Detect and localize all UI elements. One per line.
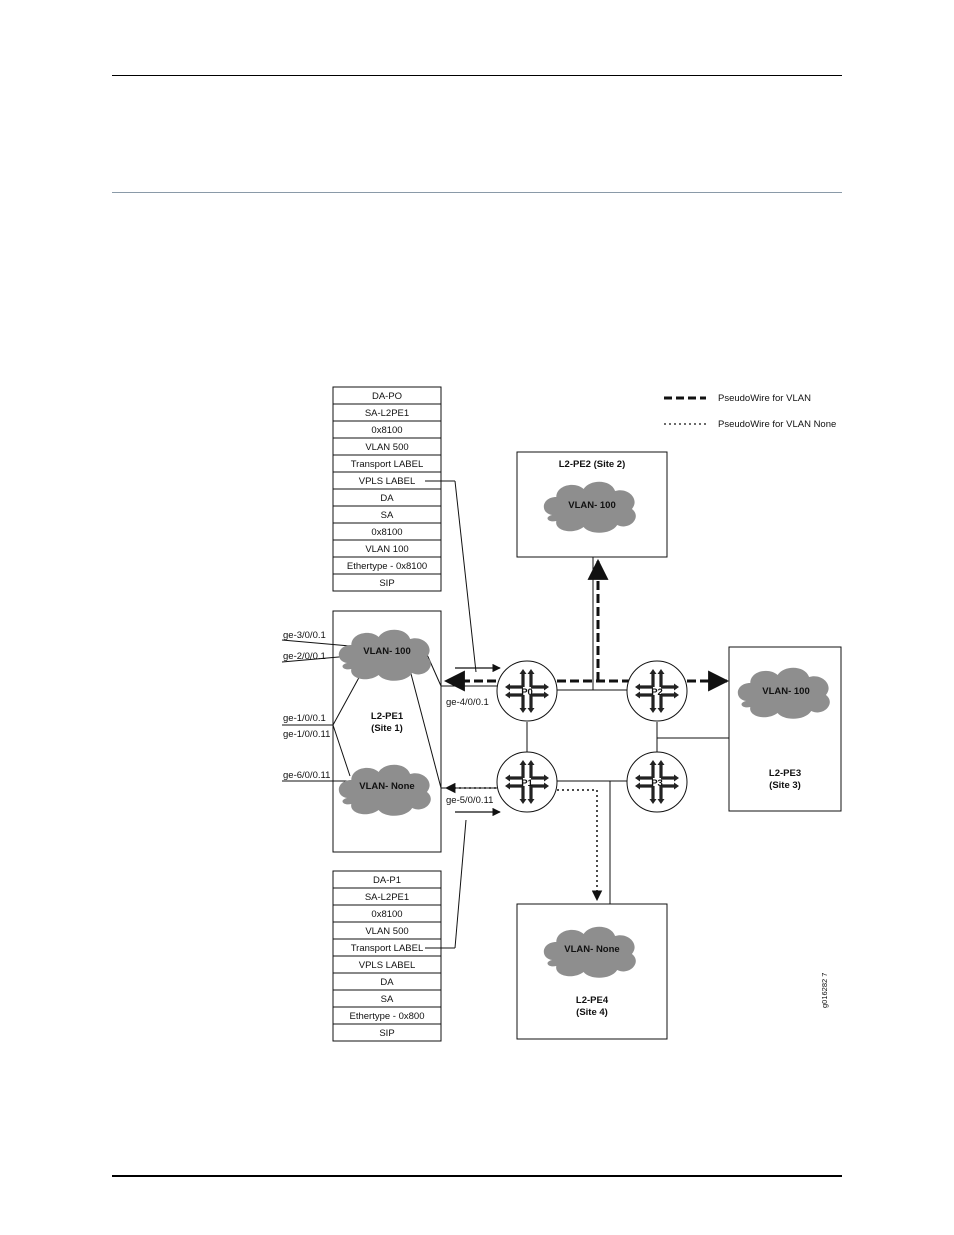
header-cell-label: 0x8100 (371, 527, 402, 538)
pe4-site: (Site 4) (576, 1007, 608, 1018)
pe4-name: L2-PE4 (576, 995, 609, 1006)
header-cell-label: Ethertype - 0x8100 (347, 561, 427, 572)
header-cell: SA-L2PE1 (332, 887, 442, 906)
legend: PseudoWire for VLAN PseudoWire for VLAN … (664, 393, 836, 430)
router-p0: P0 (496, 660, 558, 722)
iface-ge2: ge-2/0/0.1 (283, 651, 326, 662)
header-cell-label: DA-PO (372, 391, 402, 402)
header-cell: Ethertype - 0x800 (332, 1006, 442, 1025)
header-cell: Transport LABEL (332, 938, 442, 957)
router-p3: P3 (626, 751, 688, 813)
line-ge1-to-vlan (332, 671, 363, 726)
pointer-transport-d (454, 819, 467, 949)
header-cell-label: DA-P1 (373, 875, 401, 886)
header-cell-label: SIP (379, 578, 394, 589)
header-cell-label: VLAN 500 (365, 926, 408, 937)
legend-vlan-none-label: PseudoWire for VLAN None (718, 419, 836, 430)
router-p1-label: P1 (521, 778, 533, 789)
header-cell-label: VLAN 500 (365, 442, 408, 453)
line-ge1-to-none (332, 724, 351, 777)
header-cell-label: SA (381, 994, 394, 1005)
header-cell: SIP (332, 573, 442, 592)
pseudowire-vlan-none (444, 782, 603, 902)
header-cell: VLAN 500 (332, 921, 442, 940)
line-vlan-to-none (409, 669, 442, 789)
header-cell: SA (332, 989, 442, 1008)
iface-ge1b: ge-1/0/0.11 (283, 729, 330, 740)
pe4-none-cloud-label: VLAN- None (564, 944, 619, 955)
header-cell-label: VPLS LABEL (359, 960, 416, 971)
pe3-name: L2-PE3 (769, 768, 801, 779)
header-cell: DA (332, 488, 442, 507)
header-cell: VPLS LABEL (332, 471, 442, 490)
header-cell-label: DA (380, 977, 394, 988)
pe1-none-cloud-label: VLAN- None (359, 781, 414, 792)
router-p2: P2 (626, 660, 688, 722)
iface-ge1a: ge-1/0/0.1 (283, 713, 326, 724)
pe2-vlan-cloud-label: VLAN- 100 (568, 500, 616, 511)
pe2-title: L2-PE2 (Site 2) (559, 459, 626, 470)
line-ge3 (281, 639, 351, 647)
header-cell: Transport LABEL (332, 454, 442, 473)
header-cell: 0x8100 (332, 522, 442, 541)
pw-none-to-pe4 (557, 789, 603, 902)
header-cell: SA-L2PE1 (332, 403, 442, 422)
header-cell-label: SIP (379, 1028, 394, 1039)
header-cell-label: SA-L2PE1 (365, 408, 409, 419)
header-cell-label: 0x8100 (371, 909, 402, 920)
pe3-vlan-cloud-label: VLAN- 100 (762, 686, 810, 697)
header-cell-label: VLAN 100 (365, 544, 408, 555)
header-cell: SIP (332, 1023, 442, 1042)
header-cell: VLAN 500 (332, 437, 442, 456)
pe1-name: L2-PE1 (371, 711, 404, 722)
iface-ge3: ge-3/0/0.1 (283, 630, 326, 641)
header-cell: 0x8100 (332, 904, 442, 923)
pe1-site: (Site 1) (371, 723, 403, 734)
line-ge2 (281, 655, 351, 663)
header-cell-label: Transport LABEL (351, 943, 424, 954)
header-cell: DA (332, 972, 442, 991)
legend-vlan-label: PseudoWire for VLAN (718, 393, 811, 404)
header-cell: DA-PO (332, 386, 442, 405)
links (281, 480, 729, 949)
bottom-rule (112, 1175, 842, 1177)
header-cell-label: SA-L2PE1 (365, 892, 409, 903)
pointer-vpls-d (454, 480, 477, 673)
header-cell: Ethertype - 0x8100 (332, 556, 442, 575)
iface-ge6: ge-6/0/0.11 (283, 770, 330, 781)
router-p0-label: P0 (521, 687, 533, 698)
iface-ge5: ge-5/0/0.11 (446, 795, 493, 806)
header-cell-label: SA (381, 510, 394, 521)
section-rule (112, 192, 842, 193)
pe3-site: (Site 3) (769, 780, 801, 791)
header-cell-label: Ethertype - 0x800 (350, 1011, 425, 1022)
header-cell: VLAN 100 (332, 539, 442, 558)
iface-ge4: ge-4/0/0.1 (446, 697, 489, 708)
pseudowire-vlan (443, 558, 730, 692)
router-p3-label: P3 (651, 778, 663, 789)
header-cell-label: 0x8100 (371, 425, 402, 436)
header-cell: DA-P1 (332, 870, 442, 889)
header-cell-label: Transport LABEL (351, 459, 424, 470)
top-rule (112, 75, 842, 76)
header-cell: 0x8100 (332, 420, 442, 439)
router-p2-label: P2 (651, 687, 663, 698)
header-cell-label: DA (380, 493, 394, 504)
header-cell: VPLS LABEL (332, 955, 442, 974)
pe1-vlan-cloud-label: VLAN- 100 (363, 646, 411, 657)
figure-id: g016282 7 (820, 973, 829, 1008)
header-cell: SA (332, 505, 442, 524)
header-cell-label: VPLS LABEL (359, 476, 416, 487)
router-p1: P1 (496, 751, 558, 813)
